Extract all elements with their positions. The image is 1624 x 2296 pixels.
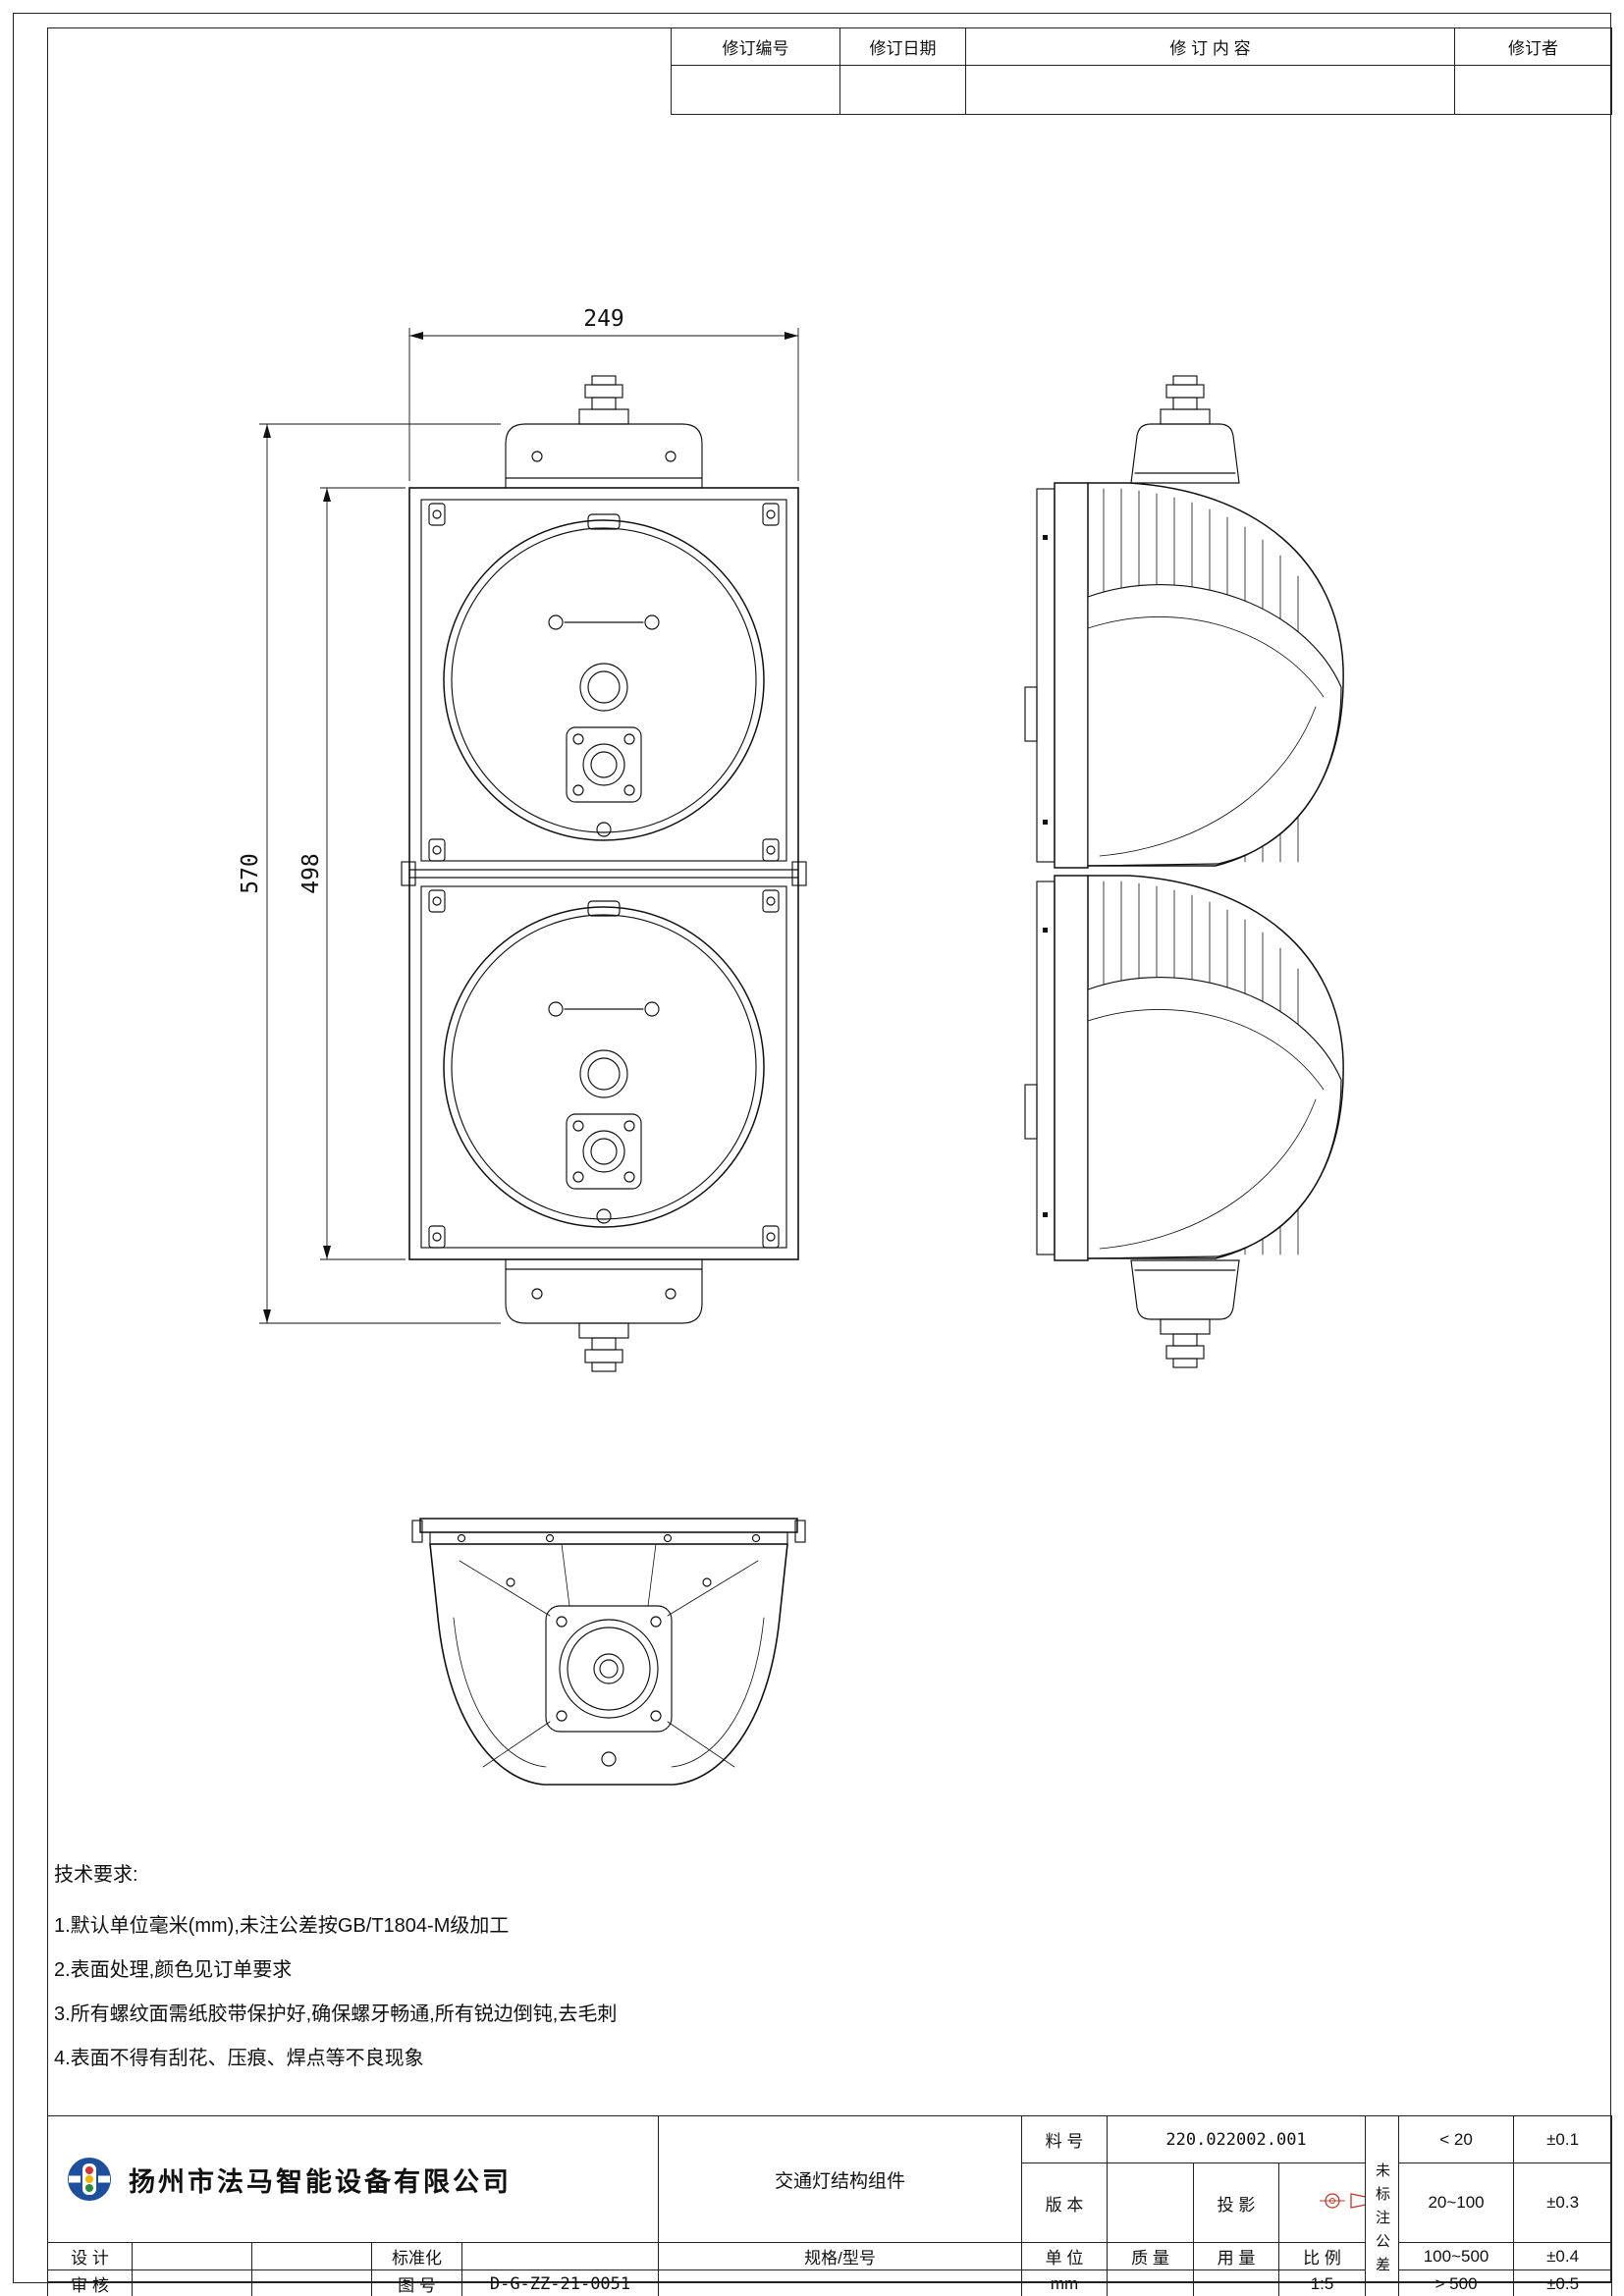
tolerance-range: < 20: [1398, 2114, 1515, 2164]
value-part-no: 220.022002.001: [1107, 2114, 1367, 2164]
review-date-cell: [251, 2269, 372, 2296]
label-standardization: 标准化: [371, 2242, 462, 2270]
label-design: 设 计: [47, 2242, 133, 2270]
tolerance-range: 100~500: [1398, 2242, 1515, 2270]
rev-header-author: 修订者: [1454, 27, 1612, 66]
value-scale: 1:5: [1278, 2269, 1367, 2296]
rev-header-date: 修订日期: [839, 27, 966, 66]
tolerance-value: ±0.4: [1513, 2242, 1613, 2270]
review-signature-cell: [132, 2269, 252, 2296]
design-date-cell: [251, 2242, 372, 2270]
label-spec: 规格/型号: [657, 2242, 1023, 2270]
label-scale: 比 例: [1278, 2242, 1367, 2270]
usage-value-cell: [1193, 2269, 1280, 2296]
label-version: 版 本: [1021, 2163, 1109, 2243]
rev-cell-empty: [839, 65, 966, 115]
technical-requirements: 技术要求: 1.默认单位毫米(mm),未注公差按GB/T1804-M级加工 2.…: [54, 1858, 617, 2081]
label-projection: 投 影: [1193, 2163, 1280, 2243]
tolerance-side-label: 未标注公差: [1374, 2162, 1391, 2280]
tolerance-side-label-cell: 未标注公差: [1365, 2115, 1400, 2296]
label-drawing-no: 图 号: [371, 2269, 462, 2296]
company-name: 扬州市法马智能设备有限公司: [129, 2166, 512, 2197]
label-review: 审 核: [47, 2269, 133, 2296]
standardization-value-cell: [461, 2242, 659, 2270]
dim-width-text: 249: [583, 306, 624, 332]
tech-req-item: 3.所有螺纹面需纸胶带保护好,确保螺牙畅通,所有锐边倒钝,去毛刺: [54, 2003, 618, 2025]
tolerance-value: ±0.5: [1513, 2269, 1613, 2296]
side-view: [1024, 375, 1344, 1368]
rev-header-content: 修 订 内 容: [965, 27, 1455, 66]
tech-req-item: 4.表面不得有刮花、压痕、焊点等不良现象: [54, 2048, 424, 2069]
label-unit: 单 位: [1021, 2242, 1109, 2270]
dimension-height-total: 570: [238, 423, 501, 1324]
company-logo-icon: [68, 2158, 111, 2201]
dim-height-body-text: 498: [298, 853, 324, 894]
design-signature-cell: [132, 2242, 252, 2270]
tech-req-item: 2.表面处理,颜色见订单要求: [54, 1959, 293, 1981]
company-cell: 扬州市法马智能设备有限公司: [47, 2115, 659, 2243]
tech-req-title: 技术要求:: [54, 1864, 138, 1886]
title-block: 扬州市法马智能设备有限公司 交通灯结构组件 料 号 220.022002.001…: [47, 2114, 1613, 2296]
revision-table: 修订编号 修订日期 修 订 内 容 修订者: [671, 27, 1612, 115]
value-drawing-no: D-G-ZZ-21-0051: [461, 2269, 659, 2296]
tolerance-range: 20~100: [1398, 2163, 1515, 2243]
mass-value-cell: [1107, 2269, 1195, 2296]
projection-symbol-cell: [1278, 2163, 1367, 2243]
tolerance-range: > 500: [1398, 2269, 1515, 2296]
rev-cell-empty: [1454, 65, 1612, 115]
value-unit: mm: [1021, 2269, 1109, 2296]
spec-value-cell: [657, 2269, 1023, 2296]
rev-cell-empty: [671, 65, 840, 115]
rev-header-number: 修订编号: [671, 27, 840, 66]
tolerance-value: ±0.1: [1513, 2114, 1613, 2164]
bottom-view: [411, 1518, 806, 1786]
tech-req-item: 1.默认单位毫米(mm),未注公差按GB/T1804-M级加工: [54, 1915, 510, 1937]
front-view: [401, 375, 807, 1372]
dim-height-total-text: 570: [238, 853, 263, 894]
dimension-width: 249: [408, 306, 799, 481]
label-usage: 用 量: [1193, 2242, 1280, 2270]
part-name: 交通灯结构组件: [775, 2170, 906, 2192]
label-part-no: 料 号: [1021, 2114, 1109, 2164]
first-angle-projection-icon: [1319, 2192, 1365, 2209]
value-version-empty: [1107, 2163, 1195, 2243]
label-mass: 质 量: [1107, 2242, 1195, 2270]
tolerance-value: ±0.3: [1513, 2163, 1613, 2243]
dimension-height-body: 498: [298, 487, 406, 1260]
part-name-cell: 交通灯结构组件: [657, 2115, 1023, 2243]
